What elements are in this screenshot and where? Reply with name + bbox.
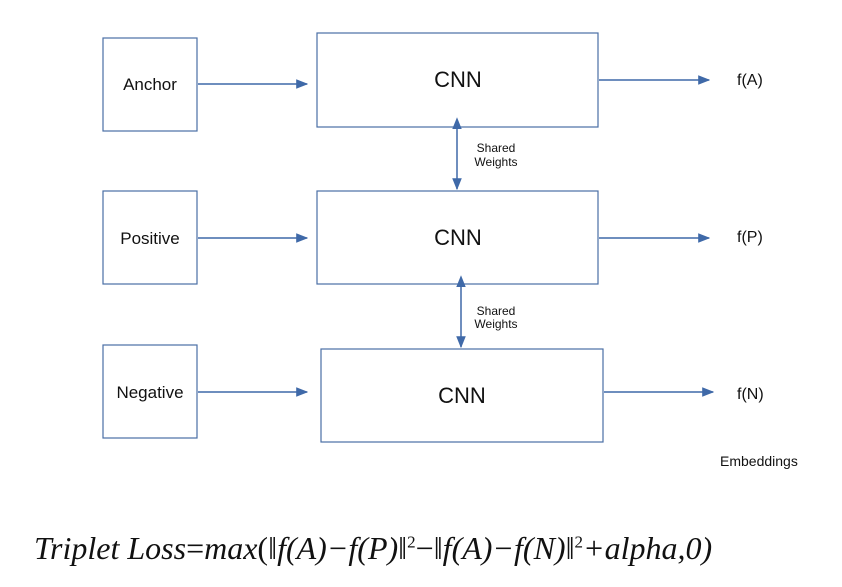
anchor-label: Anchor [123,75,177,94]
triplet-loss-formula: Triplet Loss=max(‖f(A)−f(P)‖2−‖f(A)−f(N)… [34,530,712,567]
shared-weights-label-1a: Shared [477,141,516,155]
output-label-anchor: f(A) [737,72,763,89]
formula-fn: max [204,530,258,566]
formula-minus: − [415,530,434,566]
positive-box [102,190,198,285]
formula-open: ( [257,530,269,566]
formula-term2: ‖f(A)−f(N)‖ [433,530,575,566]
positive-label: Positive [120,229,180,248]
formula-tail: ,0) [677,530,713,566]
cnn-box-1 [316,32,599,128]
negative-label: Negative [116,383,183,402]
formula-square-1: 2 [407,532,416,552]
formula-eq: = [186,530,205,566]
formula-term1: ‖f(A)−f(P)‖ [268,530,408,566]
cnn-label-3: CNN [438,383,486,408]
output-label-negative: f(N) [737,386,764,403]
output-label-positive: f(P) [737,229,763,246]
cnn-label-1: CNN [434,67,482,92]
cnn-box-2 [316,190,599,285]
shared-weights-label-1b: Weights [474,155,517,169]
anchor-box [102,37,198,132]
cnn-box-3 [320,348,604,443]
formula-lhs: Triplet Loss [34,530,187,566]
formula-plus-alpha: +alpha [583,530,678,566]
cnn-label-2: CNN [434,225,482,250]
embeddings-label: Embeddings [720,453,798,469]
formula-square-2: 2 [574,532,584,552]
shared-weights-label-2b: Weights [474,317,517,331]
negative-box [102,344,198,439]
shared-weights-label-2a: Shared [477,304,516,318]
